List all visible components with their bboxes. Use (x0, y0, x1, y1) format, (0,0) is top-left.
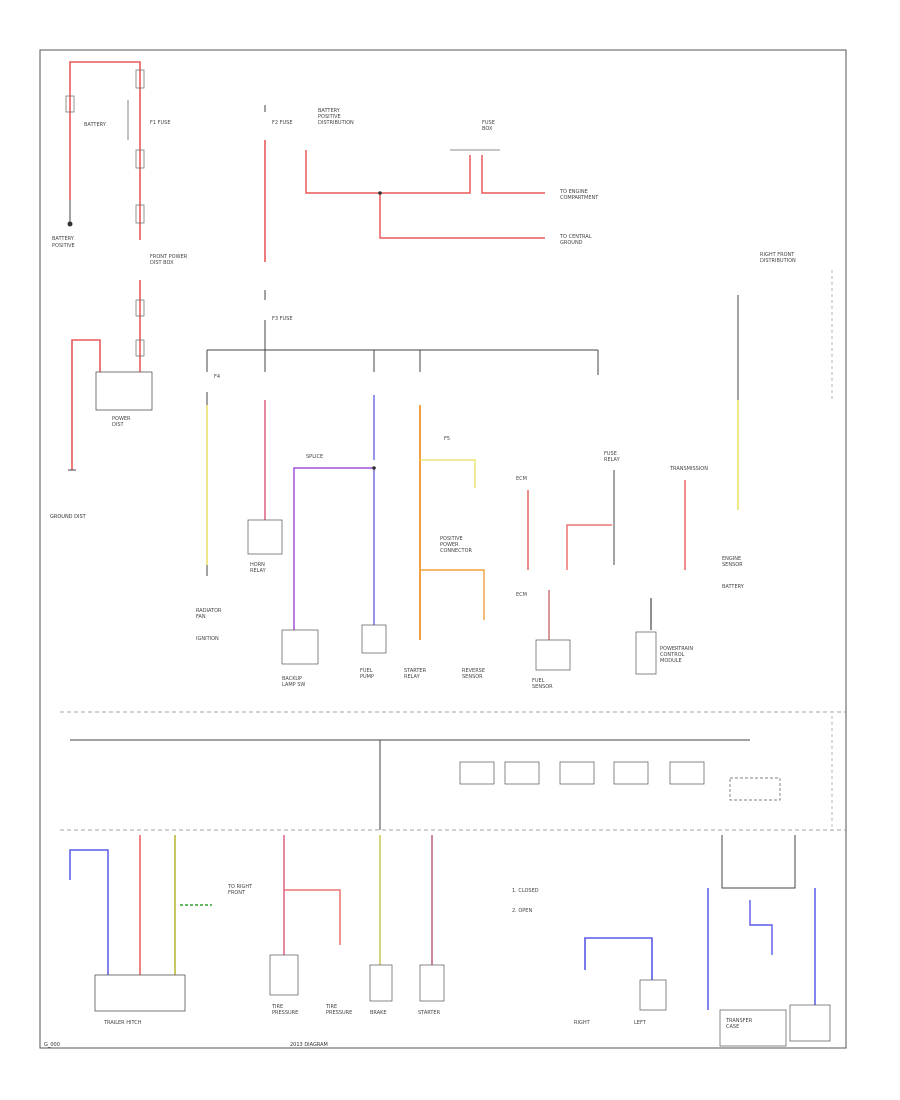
svg-text:POWERTRAIN: POWERTRAIN (660, 646, 693, 652)
svg-text:TO ENGINE: TO ENGINE (559, 189, 588, 195)
branch-orange: F5 POSITIVE POWER CONNECTOR STARTER RELA… (404, 350, 485, 680)
svg-text:PUMP: PUMP (360, 674, 374, 680)
wire-red (71, 339, 101, 470)
svg-text:2. OPEN: 2. OPEN (512, 908, 532, 914)
splice-icon (378, 191, 382, 195)
svg-text:BRAKE: BRAKE (370, 1010, 387, 1016)
svg-text:CONTROL: CONTROL (660, 652, 685, 658)
diagram-border (39, 49, 847, 1049)
svg-text:TRANSMISSION: TRANSMISSION (669, 466, 708, 472)
svg-text:POSITIVE: POSITIVE (440, 536, 463, 542)
battery-section: BATTERY F1 FUSE BATTERY POSITIVE FRONT P… (52, 61, 188, 266)
svg-text:POSITIVE: POSITIVE (52, 243, 75, 249)
svg-text:F3 FUSE: F3 FUSE (272, 316, 293, 322)
svg-text:SENSOR: SENSOR (462, 674, 483, 680)
svg-text:RELAY: RELAY (404, 674, 421, 680)
svg-text:FUEL: FUEL (532, 678, 545, 684)
branch-right-red: ECM ECM FUSE RELAY TRANSMISSION FUEL SEN… (516, 350, 708, 690)
svg-text:BATTERY: BATTERY (84, 122, 107, 128)
svg-text:TO CENTRAL: TO CENTRAL (559, 234, 592, 240)
svg-text:STARTER: STARTER (418, 1010, 441, 1016)
power-dist-box: POWER DIST GROUND DIST (50, 280, 153, 520)
svg-text:F2 FUSE: F2 FUSE (272, 120, 293, 126)
svg-text:RADIATOR: RADIATOR (196, 608, 222, 614)
svg-text:CONNECTOR: CONNECTOR (440, 548, 473, 554)
svg-text:GROUND: GROUND (560, 240, 583, 246)
wire-red (305, 150, 471, 194)
top-center-feed: F2 FUSE F3 FUSE BATTERY POSITIVE DISTRIB… (264, 105, 599, 350)
svg-text:IGNITION: IGNITION (196, 636, 219, 642)
svg-text:LAMP SW: LAMP SW (282, 682, 305, 688)
svg-text:PRESSURE: PRESSURE (272, 1010, 298, 1016)
branch-far-right: RIGHT FRONT DISTRIBUTION ENGINE SENSOR B… (722, 252, 833, 590)
bottom-left-harness: TRAILER HITCH TO RIGHT FRONT (69, 835, 253, 1026)
svg-text:BATTERY: BATTERY (52, 236, 75, 242)
svg-text:1. CLOSED: 1. CLOSED (512, 888, 539, 894)
branch-pink: HORN RELAY (247, 350, 283, 574)
svg-text:POWER: POWER (112, 416, 131, 422)
svg-text:DISTRIBUTION: DISTRIBUTION (760, 258, 796, 264)
svg-text:RIGHT: RIGHT (574, 1020, 591, 1026)
svg-text:STARTER: STARTER (404, 668, 427, 674)
connector-icon (135, 149, 145, 169)
svg-text:PRESSURE: PRESSURE (326, 1010, 352, 1016)
svg-text:MODULE: MODULE (660, 658, 682, 664)
svg-text:LEFT: LEFT (634, 1020, 647, 1026)
wire-red (481, 155, 545, 194)
svg-text:TIRE: TIRE (271, 1004, 283, 1010)
branch-yellow-left: F4 RADIATOR FAN IGNITION (196, 350, 222, 642)
svg-text:SPLICE: SPLICE (306, 454, 323, 460)
svg-text:BACKUP: BACKUP (282, 676, 302, 682)
svg-text:TO RIGHT: TO RIGHT (227, 884, 253, 890)
svg-text:TRAILER HITCH: TRAILER HITCH (103, 1020, 142, 1026)
svg-text:HORN: HORN (250, 562, 265, 568)
connector-icon (65, 95, 75, 113)
wire-red (379, 193, 545, 239)
svg-text:RELAY: RELAY (604, 457, 621, 463)
svg-text:BATTERY: BATTERY (722, 584, 745, 590)
svg-text:FUSE: FUSE (482, 120, 495, 126)
svg-text:DIST BOX: DIST BOX (150, 260, 174, 266)
connector-icon (135, 69, 145, 89)
svg-text:FUSE: FUSE (604, 451, 617, 457)
lower-relay-row (459, 761, 781, 801)
connector-icon (135, 204, 145, 224)
svg-text:RIGHT FRONT: RIGHT FRONT (760, 252, 795, 258)
svg-text:ECM: ECM (516, 592, 527, 598)
svg-text:ENGINE: ENGINE (722, 556, 741, 562)
svg-text:REVERSE: REVERSE (462, 668, 485, 674)
bottom-center-harness: TIRE PRESSURE TIRE PRESSURE BRAKE STARTE… (269, 835, 445, 1016)
svg-text:SENSOR: SENSOR (722, 562, 743, 568)
svg-text:FUEL: FUEL (360, 668, 373, 674)
svg-text:FRONT: FRONT (228, 890, 246, 896)
svg-text:BOX: BOX (482, 126, 493, 132)
svg-text:CASE: CASE (726, 1024, 739, 1030)
svg-text:DIST: DIST (112, 422, 124, 428)
svg-text:POWER: POWER (440, 542, 459, 548)
wire-red (69, 61, 141, 240)
footer-center: 2013 DIAGRAM (290, 1042, 328, 1048)
svg-text:TIRE: TIRE (325, 1004, 337, 1010)
splice-icon (372, 466, 376, 470)
svg-text:FRONT POWER: FRONT POWER (150, 254, 188, 260)
svg-text:F5: F5 (444, 436, 450, 442)
svg-text:F4: F4 (214, 374, 220, 380)
bottom-right-harness: 1. CLOSED 2. OPEN RIGHT LEFT TRANSFER CA… (512, 716, 833, 1047)
ground-icon (67, 221, 73, 227)
svg-text:TRANSFER: TRANSFER (725, 1018, 753, 1024)
svg-text:COMPARTMENT: COMPARTMENT (560, 195, 599, 201)
footer-left: G_000 (44, 1042, 60, 1048)
svg-text:DISTRIBUTION: DISTRIBUTION (318, 120, 354, 126)
svg-text:FAN: FAN (196, 614, 206, 620)
svg-text:RELAY: RELAY (250, 568, 267, 574)
svg-text:ECM: ECM (516, 476, 527, 482)
svg-text:BATTERY: BATTERY (318, 108, 341, 114)
svg-text:F1 FUSE: F1 FUSE (150, 120, 171, 126)
svg-text:SENSOR: SENSOR (532, 684, 553, 690)
branch-violet: SPLICE BACKUP LAMP SW FUEL PUMP (281, 350, 387, 688)
svg-text:POSITIVE: POSITIVE (318, 114, 341, 120)
ground-dist-label: GROUND DIST (50, 514, 87, 520)
